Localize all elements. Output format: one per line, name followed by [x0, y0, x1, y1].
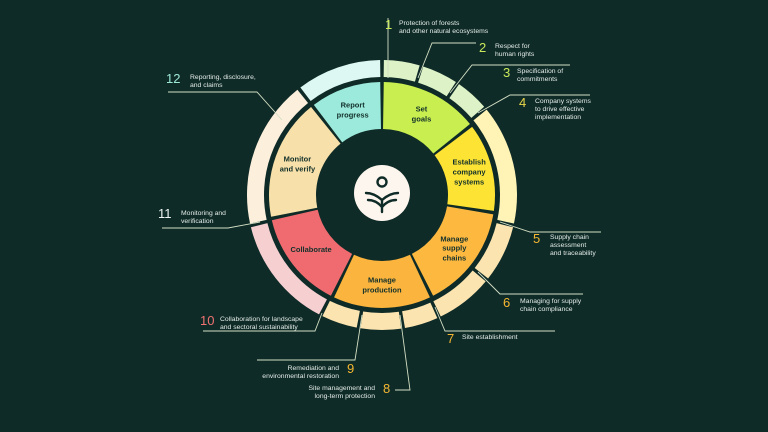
- outer-segment: [383, 60, 420, 82]
- outer-segment: [402, 302, 438, 329]
- outer-segment: [322, 300, 360, 328]
- item-description: Monitoring and verification: [181, 210, 226, 226]
- inner-segment: [313, 82, 381, 143]
- inner-segment-label: Monitor and verify: [279, 154, 316, 174]
- item-number: 1: [385, 17, 393, 32]
- leader-line: [395, 314, 411, 391]
- inner-segment-label: Set goals: [411, 104, 432, 124]
- outer-segment: [474, 223, 514, 279]
- item-number: 9: [347, 361, 355, 376]
- leader-line: [417, 42, 476, 79]
- person-book-logo-icon: [354, 165, 410, 221]
- inner-segment-label: Manage production: [362, 275, 402, 294]
- item-number: 6: [503, 295, 511, 310]
- item-description: Collaboration for landscape and sectoral…: [220, 316, 303, 332]
- item-description: Specification of commitments: [517, 68, 564, 84]
- outer-segment: [300, 60, 381, 102]
- outer-segment: [449, 84, 485, 118]
- outer-segment: [360, 311, 402, 330]
- inner-ring: [268, 82, 495, 308]
- outer-segment: [250, 223, 327, 315]
- item-number: 10: [200, 313, 215, 328]
- inner-segment-label: Collaborate: [290, 245, 332, 255]
- inner-segment: [271, 209, 353, 296]
- inner-segment: [411, 206, 494, 296]
- leader-lines: [162, 18, 601, 391]
- leader-line: [499, 221, 601, 233]
- item-number: 11: [158, 206, 172, 221]
- outer-segment: [418, 66, 456, 97]
- outer-ring: [247, 60, 517, 330]
- outer-segment: [433, 270, 486, 317]
- item-description: Managing for supply chain compliance: [520, 298, 582, 314]
- item-number: 3: [503, 65, 511, 80]
- item-description: Company systems to drive effective imple…: [535, 98, 591, 122]
- leader-line: [477, 271, 583, 295]
- inner-segment-label: Manage supply chains: [440, 233, 469, 263]
- inner-segment-label: Establish company systems: [452, 157, 486, 187]
- inner-segment-label: Report progress: [336, 100, 369, 119]
- leader-line: [434, 306, 555, 332]
- outer-segment: [247, 89, 309, 224]
- inner-segment: [268, 107, 341, 217]
- leader-line: [168, 91, 283, 121]
- item-description: Reporting, disclosure, and claims: [190, 74, 256, 90]
- item-description: Site establishment: [462, 334, 518, 341]
- item-description: Remediation and environmental restoratio…: [262, 365, 339, 381]
- inner-segment: [434, 126, 495, 211]
- item-description: Respect for human rights: [495, 43, 535, 59]
- item-number: 5: [533, 231, 541, 246]
- item-number: 4: [519, 95, 527, 110]
- item-number: 7: [447, 331, 455, 346]
- item-description: Site management and long-term protection: [308, 385, 375, 401]
- item-number: 8: [383, 381, 391, 396]
- leader-line: [257, 314, 363, 361]
- item-description: Protection of forests and other natural …: [399, 20, 489, 36]
- item-description: Supply chain assessment and traceability: [550, 234, 596, 258]
- inner-segment: [334, 254, 430, 308]
- leader-line: [203, 312, 323, 332]
- outer-segment: [473, 109, 517, 224]
- leader-line: [162, 221, 261, 229]
- inner-segment: [383, 82, 470, 154]
- item-number: 2: [479, 40, 487, 55]
- item-number: 12: [166, 71, 181, 86]
- leader-line: [449, 64, 570, 94]
- leader-line: [477, 94, 590, 114]
